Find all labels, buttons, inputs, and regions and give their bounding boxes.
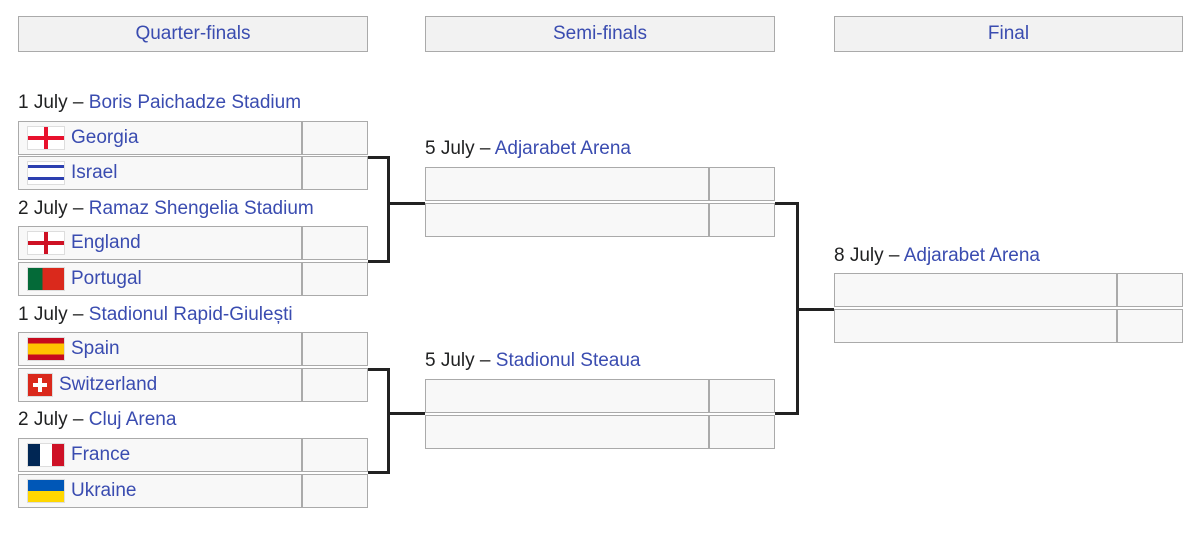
team-row: Ukraine: [18, 474, 368, 508]
match-date: 8 July –: [834, 245, 900, 266]
team-row: [834, 309, 1183, 343]
match-date: 2 July –: [18, 198, 84, 219]
score-cell: [303, 263, 367, 295]
team-link[interactable]: Spain: [71, 338, 120, 359]
match-date: 5 July –: [425, 138, 491, 159]
team-row: [425, 379, 775, 413]
header-final[interactable]: Final: [834, 16, 1183, 52]
portugal-flag-icon: [27, 267, 65, 291]
team-row: England: [18, 226, 368, 260]
score-cell: [1118, 310, 1182, 342]
score-cell: [710, 380, 774, 412]
team-link[interactable]: Portugal: [71, 268, 142, 289]
score-cell: [303, 333, 367, 365]
ukraine-flag-icon: [27, 479, 65, 503]
score-cell: [303, 157, 367, 189]
team-link[interactable]: Georgia: [71, 127, 139, 148]
england-flag-icon: [27, 231, 65, 255]
venue-link[interactable]: Stadionul Rapid-Giulești: [88, 304, 293, 325]
bracket-line: [387, 202, 425, 205]
team-row: Israel: [18, 156, 368, 190]
header-semi-finals[interactable]: Semi-finals: [425, 16, 775, 52]
switzerland-flag-icon: [27, 373, 53, 397]
bracket-line: [387, 368, 390, 474]
header-quarter-finals[interactable]: Quarter-finals: [18, 16, 368, 52]
venue-link[interactable]: Adjarabet Arena: [903, 245, 1040, 266]
georgia-flag-icon: [27, 126, 65, 150]
bracket-line: [387, 156, 390, 263]
qf2-label: 2 July – Ramaz Shengelia Stadium: [18, 197, 314, 221]
score-cell: [710, 168, 774, 200]
venue-link[interactable]: Adjarabet Arena: [494, 138, 631, 159]
team-row: Switzerland: [18, 368, 368, 402]
bracket-line: [368, 156, 390, 159]
bracket-line: [796, 308, 834, 311]
team-row: [425, 415, 775, 449]
match-date: 5 July –: [425, 350, 491, 371]
sf1-label: 5 July – Adjarabet Arena: [425, 137, 631, 161]
qf3-label: 1 July – Stadionul Rapid-Giulești: [18, 303, 293, 327]
venue-link[interactable]: Boris Paichadze Stadium: [88, 92, 302, 113]
score-cell: [303, 122, 367, 154]
bracket-line: [368, 368, 390, 371]
final-label: 8 July – Adjarabet Arena: [834, 244, 1040, 268]
bracket-line: [775, 202, 799, 205]
team-link[interactable]: England: [71, 232, 141, 253]
france-flag-icon: [27, 443, 65, 467]
score-cell: [710, 204, 774, 236]
qf4-label: 2 July – Cluj Arena: [18, 408, 176, 432]
spain-flag-icon: [27, 337, 65, 361]
team-row: Portugal: [18, 262, 368, 296]
team-row: [425, 203, 775, 237]
qf1-label: 1 July – Boris Paichadze Stadium: [18, 91, 301, 115]
bracket-line: [387, 412, 425, 415]
venue-link[interactable]: Cluj Arena: [88, 409, 177, 430]
match-date: 1 July –: [18, 304, 84, 325]
team-row: [834, 273, 1183, 307]
team-link[interactable]: Switzerland: [59, 374, 158, 395]
team-link[interactable]: Ukraine: [71, 480, 137, 501]
team-row: Spain: [18, 332, 368, 366]
match-date: 2 July –: [18, 409, 84, 430]
score-cell: [1118, 274, 1182, 306]
bracket-line: [775, 412, 799, 415]
sf2-label: 5 July – Stadionul Steaua: [425, 349, 641, 373]
team-row: [425, 167, 775, 201]
venue-link[interactable]: Stadionul Steaua: [495, 350, 641, 371]
team-link[interactable]: Israel: [71, 162, 118, 183]
bracket-line: [368, 471, 390, 474]
venue-link[interactable]: Ramaz Shengelia Stadium: [88, 198, 314, 219]
israel-flag-icon: [27, 161, 65, 185]
match-date: 1 July –: [18, 92, 84, 113]
score-cell: [710, 416, 774, 448]
score-cell: [303, 227, 367, 259]
score-cell: [303, 369, 367, 401]
score-cell: [303, 439, 367, 471]
score-cell: [303, 475, 367, 507]
team-row: France: [18, 438, 368, 472]
bracket-line: [368, 260, 390, 263]
team-link[interactable]: France: [71, 444, 131, 465]
team-row: Georgia: [18, 121, 368, 155]
